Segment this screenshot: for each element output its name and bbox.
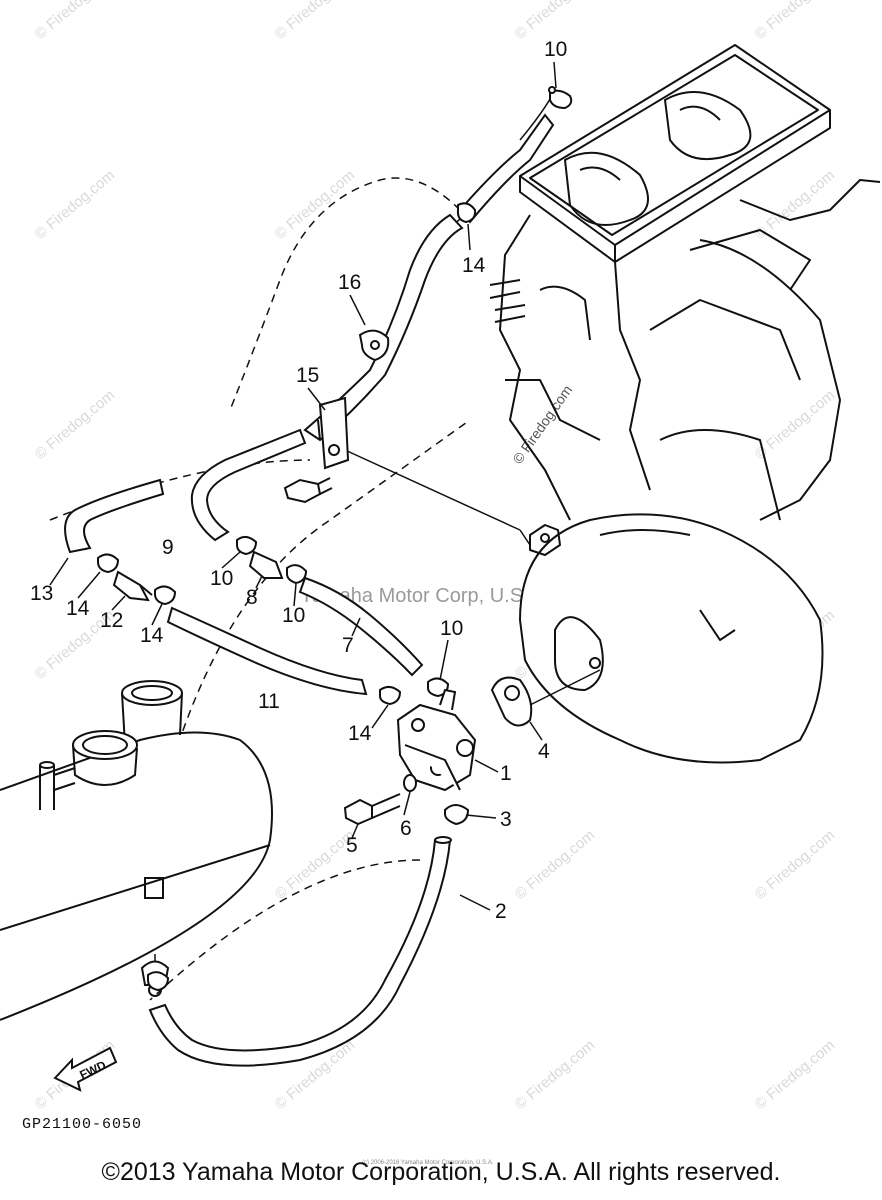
callout-label: 14 — [348, 722, 372, 745]
callout-label: 7 — [342, 634, 354, 657]
watermark: © Firedog.com — [32, 387, 118, 463]
watermark: © Firedog.com — [509, 382, 575, 467]
hoses — [64, 113, 555, 1067]
copyright-notice: ©2013 Yamaha Motor Corporation, U.S.A. A… — [101, 1158, 781, 1186]
callout-label: 6 — [400, 817, 412, 840]
callout-label: 1 — [500, 762, 512, 785]
callout-label: 8 — [246, 586, 258, 609]
callout-label: 15 — [296, 364, 319, 387]
center-watermark: Yamaha Motor Corp, U.S.A. — [300, 585, 548, 607]
small-copyright: (c) 2006-2016 Yamaha Motor Corporation, … — [362, 1160, 494, 1166]
callouts: 10 14 16 15 9 13 14 12 14 10 8 10 7 10 1… — [30, 38, 567, 923]
watermark: © Firedog.com — [512, 0, 598, 43]
callout-label: 10 — [210, 567, 233, 590]
watermark: © Firedog.com — [32, 0, 118, 43]
part-code: GP21100-6050 — [22, 1116, 142, 1133]
callout-label: 10 — [282, 604, 305, 627]
callout-label: 5 — [346, 834, 358, 857]
callout-label: 12 — [100, 609, 123, 632]
watermark: © Firedog.com — [752, 0, 838, 43]
callout-label: 10 — [544, 38, 567, 61]
callout-label: 11 — [258, 690, 280, 713]
callout-label: 9 — [162, 536, 174, 559]
watermark: © Firedog.com — [272, 0, 358, 43]
callout-leaders — [49, 61, 557, 911]
callout-label: 13 — [30, 582, 53, 605]
small-parts — [97, 86, 573, 992]
watermark: © Firedog.com — [752, 387, 838, 463]
callout-label: 14 — [140, 624, 164, 647]
callout-label: 4 — [538, 740, 550, 763]
engine-block — [489, 44, 881, 764]
callout-label: 3 — [500, 808, 512, 831]
callout-label: 10 — [440, 617, 463, 640]
watermark: © Firedog.com — [272, 167, 358, 243]
fuel-tank — [0, 680, 273, 1021]
watermark: © Firedog.com — [32, 167, 118, 243]
watermark: © Firedog.com — [752, 1037, 838, 1113]
watermark: © Firedog.com — [752, 827, 838, 903]
callout-label: 16 — [338, 271, 361, 294]
callout-label: 2 — [495, 900, 507, 923]
callout-label: 14 — [462, 254, 486, 277]
watermark: © Firedog.com — [512, 1037, 598, 1113]
watermark: © Firedog.com — [512, 827, 598, 903]
callout-label: 14 — [66, 597, 90, 620]
